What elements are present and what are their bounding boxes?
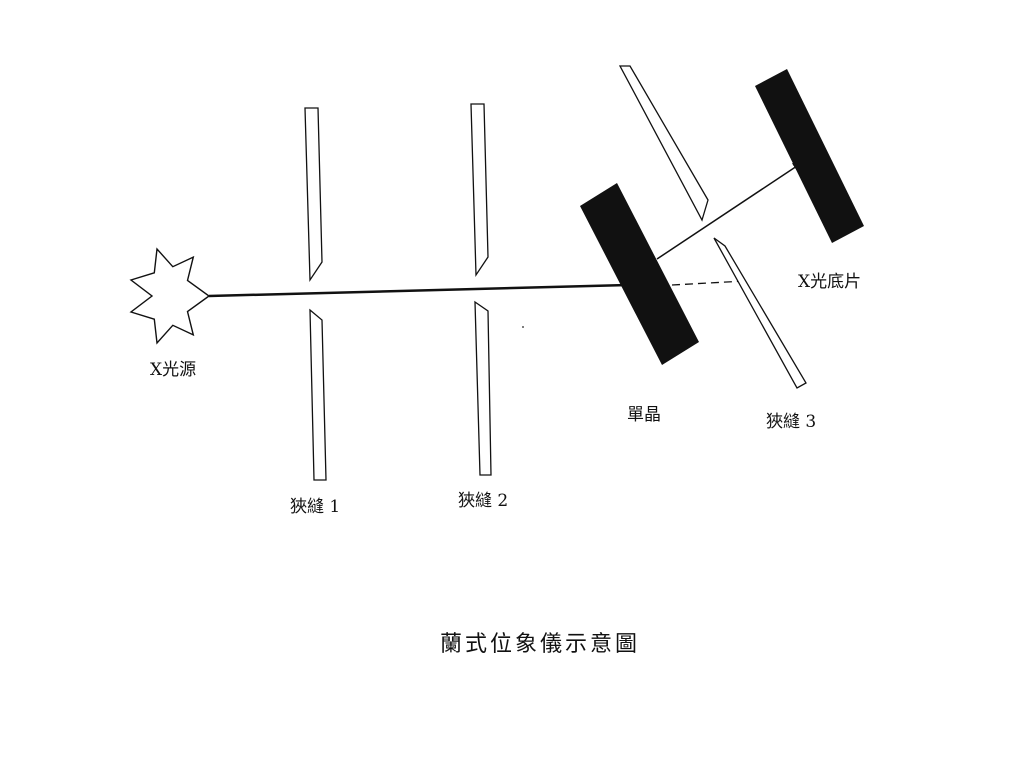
slit-3-lower-plate xyxy=(713,237,807,389)
slit-3 xyxy=(618,65,807,389)
label-single-crystal: 單晶 xyxy=(627,405,661,425)
transmitted-beam xyxy=(671,280,746,286)
slit-1-upper-plate xyxy=(304,107,323,283)
label-xray-source: X光源 xyxy=(150,360,196,380)
slit-3-upper-plate xyxy=(618,65,709,222)
xray-source-icon xyxy=(129,247,211,345)
single-crystal xyxy=(580,183,699,365)
slit-2-upper-plate xyxy=(470,103,489,278)
label-slit-2: 狹縫 2 xyxy=(458,491,508,511)
slit-2-lower-plate xyxy=(474,300,492,476)
xray-film xyxy=(755,69,864,243)
slit-2 xyxy=(470,103,492,476)
label-xray-film: X光底片 xyxy=(798,272,861,292)
incident-beam xyxy=(208,283,629,298)
label-slit-1: 狹縫 1 xyxy=(290,497,340,517)
diagram-caption: 蘭式位象儀示意圖 xyxy=(440,632,641,657)
slit-1 xyxy=(304,107,327,481)
label-slit-3: 狹縫 3 xyxy=(766,412,816,432)
stray-dot xyxy=(522,326,524,328)
slit-1-lower-plate xyxy=(309,308,327,481)
diffracted-beam xyxy=(656,160,805,260)
